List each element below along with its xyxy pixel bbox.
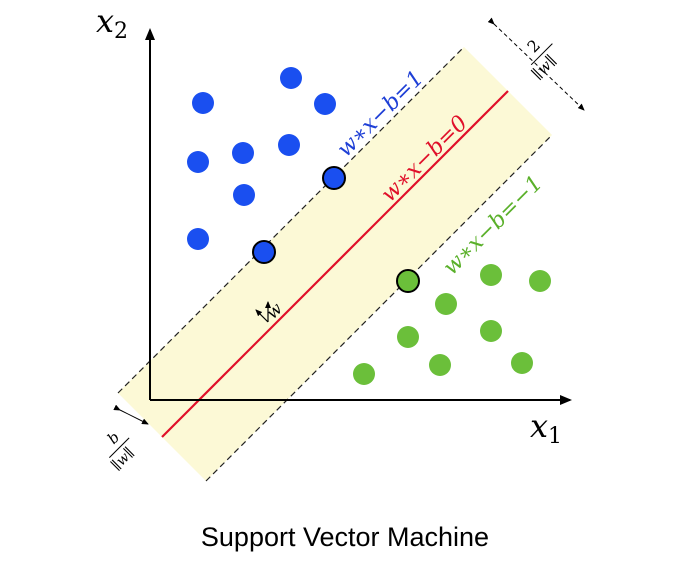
- offset-numerator: b: [104, 428, 124, 448]
- blue-class-points: [187, 67, 336, 250]
- green-point: [511, 352, 533, 374]
- green-point: [397, 326, 419, 348]
- green-point: [480, 264, 502, 286]
- green-point: [480, 320, 502, 342]
- plus-margin-line: [117, 46, 465, 394]
- green-point: [353, 363, 375, 385]
- margin-denominator: ∥w∥: [528, 52, 560, 84]
- blue-point: [192, 92, 214, 114]
- green-point: [435, 293, 457, 315]
- figure-caption: Support Vector Machine: [200, 522, 490, 552]
- blue-point: [187, 151, 209, 173]
- offset-denominator: ∥w∥: [109, 445, 138, 474]
- green-point: [429, 354, 451, 376]
- green-support-vector: [396, 269, 420, 293]
- blue-point: [187, 228, 209, 250]
- offset-annotation: b ∥w∥: [104, 404, 149, 474]
- hyperplane-line: [161, 90, 509, 438]
- y-axis-label: x2: [96, 2, 128, 44]
- blue-support-vectors: [252, 166, 346, 264]
- blue-support-vector: [252, 240, 276, 264]
- green-class-points: [353, 264, 551, 385]
- green-point: [529, 270, 551, 292]
- blue-point: [278, 134, 300, 156]
- x-axis-label: x1: [530, 407, 562, 449]
- blue-point: [314, 93, 336, 115]
- blue-point: [280, 67, 302, 89]
- blue-support-vector: [322, 166, 346, 190]
- margin-numerator: 2: [523, 36, 544, 57]
- blue-point: [232, 142, 254, 164]
- minus-margin-line: [205, 134, 553, 482]
- blue-point: [233, 184, 255, 206]
